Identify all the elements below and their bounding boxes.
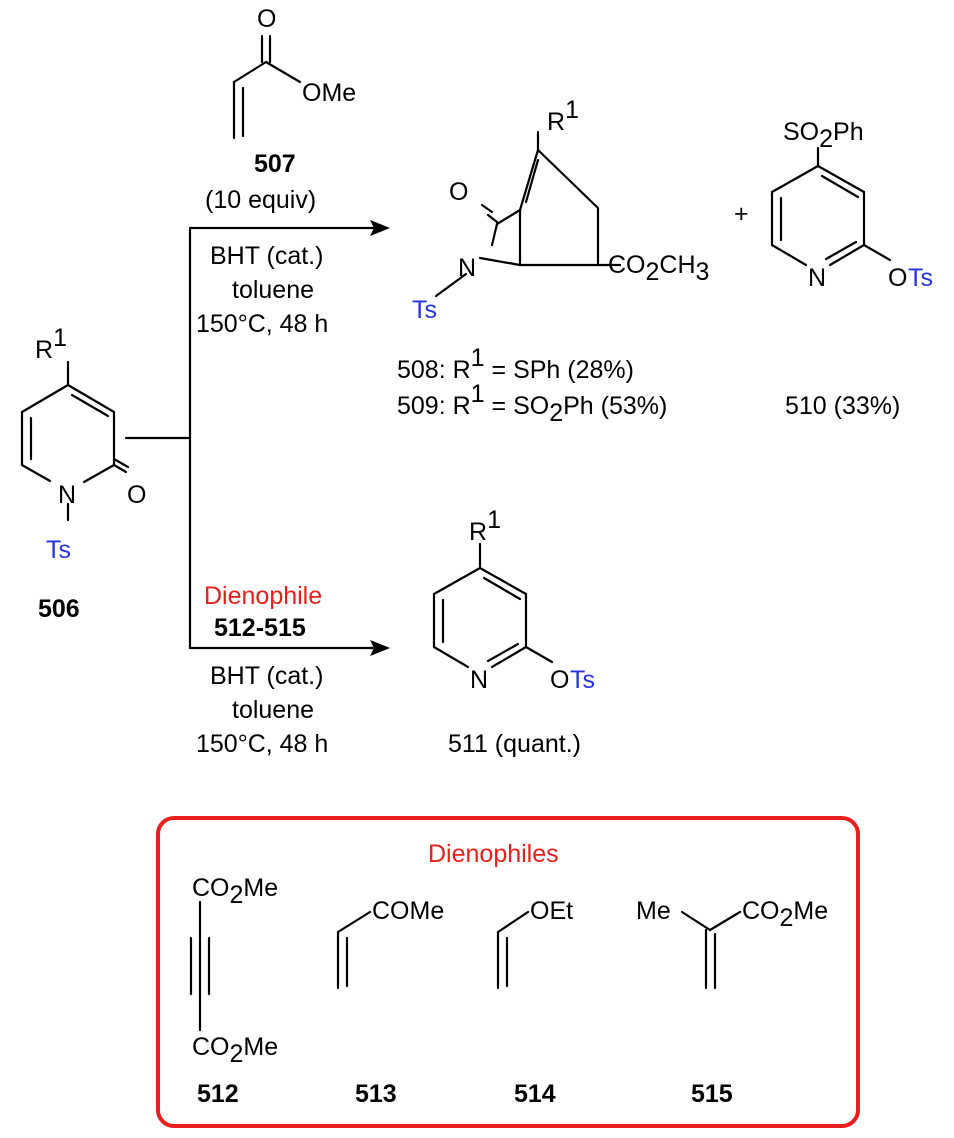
- compound-506: R1 N O Ts 506: [20, 324, 146, 623]
- r1-label-511: R1: [469, 506, 501, 546]
- r1-label-508: R1: [547, 96, 579, 136]
- ester-top-512: CO2Me: [192, 874, 278, 909]
- dienophile-514: OEt 514: [496, 897, 573, 1108]
- bonds-507: [232, 34, 302, 140]
- n-atom-511: N: [470, 666, 488, 694]
- bonds-506: [20, 360, 130, 522]
- r1-label-506: R1: [35, 324, 67, 364]
- o-atom-507: O: [257, 5, 276, 33]
- dienophiles-box: [156, 816, 860, 1128]
- product-label-508: 508: R1 = SPh (28%): [397, 344, 634, 384]
- compound-id-513: 513: [355, 1080, 397, 1108]
- product-label-510: 510 (33%): [785, 392, 900, 420]
- compound-id-514: 514: [514, 1080, 556, 1108]
- upper-condition-catalyst: BHT (cat.): [210, 242, 323, 270]
- ester-label-515: CO2Me: [742, 897, 828, 932]
- reagent-507: O OMe 507 (10 equiv): [205, 5, 356, 214]
- ester-bottom-512: CO2Me: [192, 1033, 278, 1068]
- ome-label-507: OMe: [302, 79, 356, 107]
- n-atom-510: N: [808, 264, 826, 292]
- branch-lines: [124, 226, 380, 650]
- lower-condition-temperature: 150°C, 48 h: [196, 730, 328, 758]
- o-atom-lactam: O: [449, 178, 468, 206]
- compound-508-509: R1 O N Ts CO2CH3 508: R1 = SPh (28%) 509…: [397, 96, 709, 427]
- o-atom-510: O: [888, 264, 907, 292]
- ester-group-508: CO2CH3: [608, 251, 709, 286]
- ts-group-511: Ts: [570, 666, 595, 694]
- me-label-515: Me: [636, 897, 671, 925]
- bonds-513: [336, 910, 372, 990]
- compound-id-515: 515: [691, 1080, 733, 1108]
- come-label-513: COMe: [372, 897, 444, 925]
- compound-id-506: 506: [38, 595, 80, 623]
- dienophiles-box-title: Dienophiles: [428, 840, 559, 868]
- bonds-512: [189, 900, 211, 1032]
- compound-id-507: 507: [254, 150, 296, 178]
- bonds-515: [680, 910, 742, 990]
- product-label-511: 511 (quant.): [448, 730, 581, 758]
- bonds-bicycle: [434, 130, 622, 298]
- ts-group-506: Ts: [46, 536, 71, 564]
- reagent-amount: (10 equiv): [205, 186, 316, 214]
- arrowhead-lower: [370, 640, 390, 656]
- so2ph-group-510: SO2Ph: [783, 118, 864, 153]
- plus-sign: +: [734, 200, 749, 228]
- bonds-510: [770, 146, 892, 267]
- compound-511: R1 N O Ts 511 (quant.): [432, 506, 595, 758]
- bonds-514: [496, 910, 530, 990]
- o-atom-511: O: [550, 666, 569, 694]
- compound-510: SO2Ph N O Ts 510 (33%): [770, 118, 933, 420]
- product-label-509: 509: R1 = SO2Ph (53%): [397, 380, 667, 427]
- bonds-511: [432, 542, 554, 669]
- dienophile-label: Dienophile: [204, 582, 322, 610]
- ts-group-510: Ts: [908, 264, 933, 292]
- ts-group-lactam: Ts: [412, 296, 437, 324]
- oet-label-514: OEt: [530, 897, 573, 925]
- upper-condition-temperature: 150°C, 48 h: [196, 310, 328, 338]
- lower-condition-catalyst: BHT (cat.): [210, 662, 323, 690]
- dienophile-515: Me CO2Me 515: [636, 897, 828, 1108]
- arrowhead-upper: [370, 220, 390, 236]
- n-atom-lactam: N: [458, 254, 476, 282]
- n-atom-506: N: [58, 481, 76, 509]
- compound-id-512: 512: [197, 1080, 239, 1108]
- o-atom-506: O: [127, 481, 146, 509]
- upper-condition-solvent: toluene: [232, 276, 314, 304]
- lower-condition-solvent: toluene: [232, 696, 314, 724]
- dienophile-512: CO2Me CO2Me 512: [189, 874, 278, 1108]
- dienophile-ids: 512-515: [214, 614, 306, 642]
- dienophile-513: COMe 513: [336, 897, 444, 1108]
